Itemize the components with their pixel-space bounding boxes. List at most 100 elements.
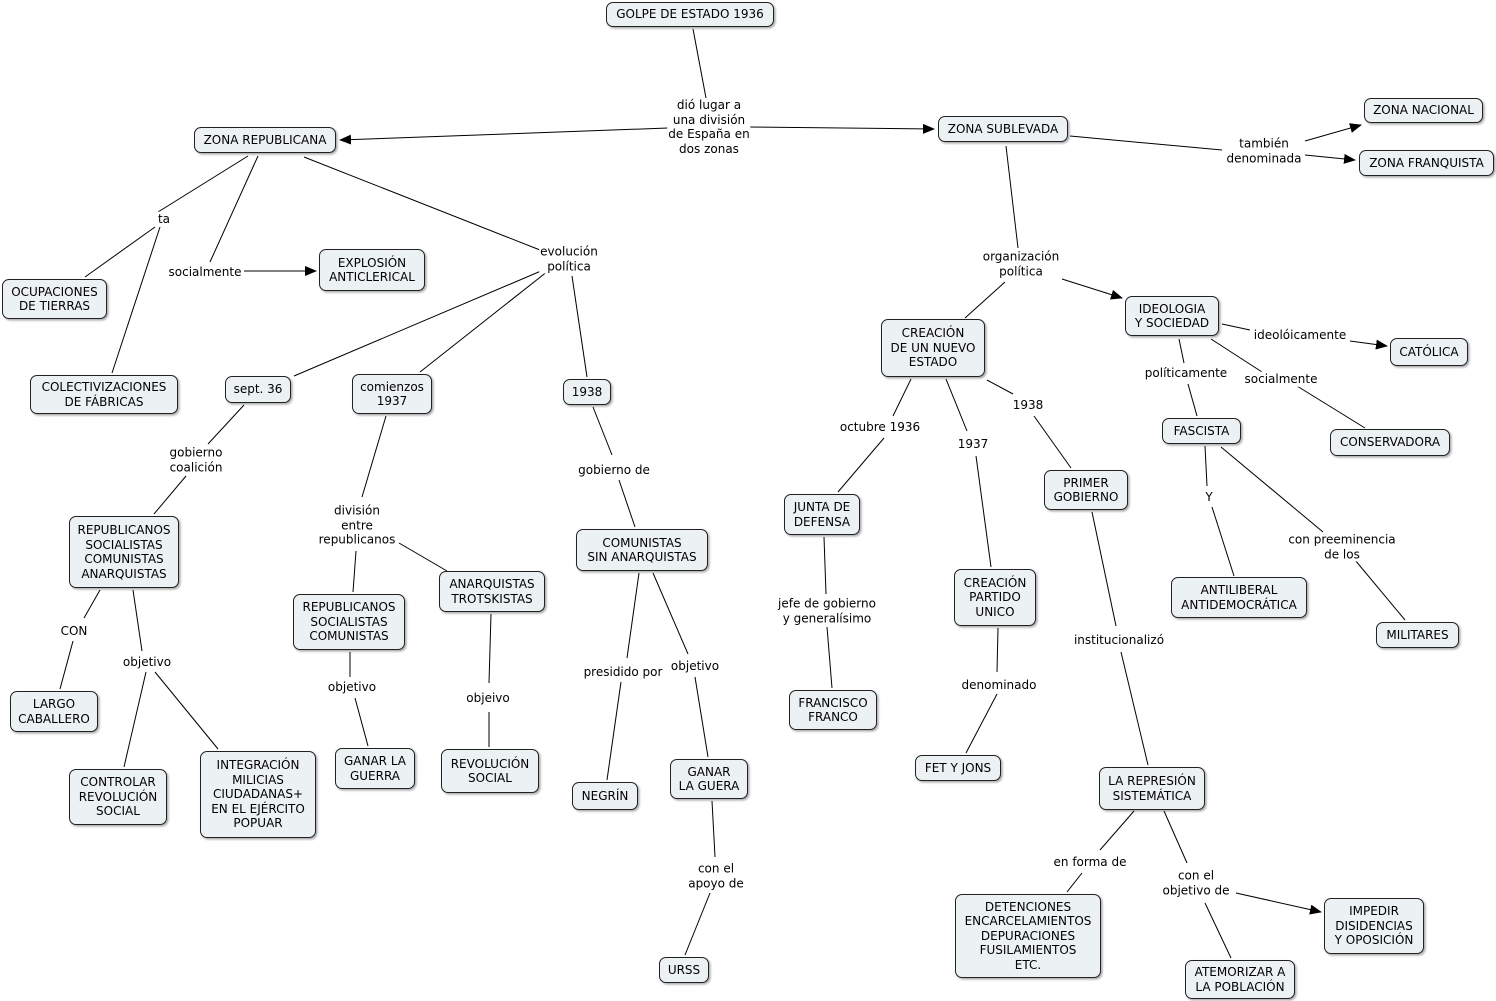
connector-line — [352, 550, 357, 593]
connector-line — [571, 275, 588, 378]
connector-line — [293, 270, 542, 377]
connector-line — [892, 378, 912, 417]
node-controlar-revolucion-social[interactable]: CONTROLAR REVOLUCIÓN SOCIAL — [69, 769, 167, 825]
node-fet-y-jons[interactable]: FET Y JONS — [915, 755, 1001, 781]
connector-line — [488, 613, 492, 684]
node-creacion-nuevo-estado[interactable]: CREACIÓN DE UN NUEVO ESTADO — [881, 319, 985, 377]
node-creacion-partido-unico[interactable]: CREACIÓN PARTIDO UNICO — [954, 569, 1036, 626]
link-label-dio-lugar: dió lugar a una división de España en do… — [667, 98, 751, 156]
node-ganar-la-guera[interactable]: GANAR LA GUERA — [670, 759, 748, 799]
connector-line — [209, 155, 259, 263]
node-atemorizar-a-la-poblacion[interactable]: ATEMORIZAR A LA POBLACIÓN — [1185, 960, 1295, 999]
link-label-objetivo-3: objetivo — [669, 658, 721, 674]
connector-line — [1069, 135, 1223, 151]
connector-line — [207, 404, 245, 445]
node-urss[interactable]: URSS — [659, 957, 709, 983]
link-label-objetivo-1: objetivo — [121, 654, 173, 670]
connector-line — [964, 281, 1006, 319]
connector-line — [652, 572, 689, 655]
node-antiliberal-antidemocratica[interactable]: ANTILIBERAL ANTIDEMOCRÁTICA — [1171, 577, 1307, 618]
node-comunistas-sin-anarquistas[interactable]: COMUNISTAS SIN ANARQUISTAS — [576, 529, 708, 571]
link-label-objetivo-2: objetivo — [326, 679, 378, 695]
connector-line — [1210, 338, 1263, 373]
node-zona-nacional[interactable]: ZONA NACIONAL — [1364, 98, 1483, 123]
connector-line — [354, 697, 369, 747]
node-anarquistas-trotskistas[interactable]: ANARQUISTAS TROTSKISTAS — [439, 571, 545, 612]
link-label-1938: 1938 — [1011, 397, 1045, 413]
node-francisco-franco[interactable]: FRANCISCO FRANCO — [789, 690, 877, 730]
link-label-ideoloicamente: ideolóicamente — [1252, 327, 1348, 343]
connector-line — [1220, 446, 1324, 533]
link-label-evolucion-politica: evolución política — [539, 244, 599, 274]
connector-line — [398, 542, 448, 572]
connector-line — [83, 589, 101, 619]
connector-line — [823, 536, 827, 595]
link-label-socialmente-republicana: socialmente — [167, 264, 243, 280]
connector-line — [826, 626, 833, 689]
connector-line — [694, 676, 709, 758]
connector-line — [626, 572, 640, 659]
connector-line — [123, 671, 147, 768]
node-republicanos-socialistas-comunistas[interactable]: REPUBLICANOS SOCIALISTAS COMUNISTAS — [293, 594, 405, 650]
node-ideologia-y-sociedad[interactable]: IDEOLOGIA Y SOCIEDAD — [1125, 296, 1219, 336]
node-sept-36[interactable]: sept. 36 — [225, 376, 291, 403]
connector-line — [157, 155, 249, 213]
node-detenciones[interactable]: DETENCIONES ENCARCELAMIENTOS DEPURACIONE… — [955, 894, 1101, 978]
connector-line — [361, 415, 387, 498]
link-label-division-entre-republicanos: división entre republicanos — [317, 503, 397, 547]
node-republicanos-socialistas-comunistas-anarquistas[interactable]: REPUBLICANOS SOCIALISTAS COMUNISTAS ANAR… — [69, 516, 179, 588]
node-comienzos-1937[interactable]: comienzos 1937 — [352, 374, 432, 414]
node-junta-de-defensa[interactable]: JUNTA DE DEFENSA — [784, 494, 860, 535]
connector-line — [692, 28, 707, 99]
link-label-con-el-apoyo-de: con el apoyo de — [687, 861, 745, 891]
connector-arrow — [747, 123, 935, 134]
node-largo-caballero[interactable]: LARGO CABALLERO — [10, 691, 98, 732]
node-ganar-la-guerra[interactable]: GANAR LA GUERRA — [335, 748, 415, 789]
connector-line — [965, 693, 998, 754]
connector-arrow — [1304, 153, 1356, 164]
node-la-represion-sistematica[interactable]: LA REPRESIÓN SISTEMÁTICA — [1099, 767, 1205, 810]
connector-line — [1211, 506, 1235, 577]
connector-line — [1033, 415, 1072, 469]
link-label-institucionalizo: institucionalizó — [1072, 632, 1166, 648]
node-militares[interactable]: MILITARES — [1376, 622, 1459, 648]
connector-line — [111, 226, 161, 374]
connector-line — [1163, 810, 1188, 864]
node-fascista[interactable]: FASCISTA — [1162, 418, 1241, 444]
connector-arrow — [1061, 278, 1123, 300]
connector-line — [132, 589, 143, 652]
connector-line — [1354, 559, 1406, 621]
link-label-politicamente: políticamente — [1143, 365, 1229, 381]
node-ocupaciones-de-tierras[interactable]: OCUPACIONES DE TIERRAS — [2, 279, 107, 319]
node-revolucion-social[interactable]: REVOLUCIÓN SOCIAL — [441, 749, 539, 793]
connector-line — [1221, 323, 1251, 331]
node-primer-gobierno[interactable]: PRIMER GOBIERNO — [1044, 470, 1128, 510]
connector-line — [154, 671, 219, 750]
node-catolica[interactable]: CATÓLICA — [1390, 338, 1468, 366]
node-zona-franquista[interactable]: ZONA FRANQUISTA — [1359, 150, 1494, 176]
link-label-presidido-por: presidido por — [582, 664, 664, 680]
link-label-objeivo: objeivo — [465, 690, 511, 706]
node-colectivizaciones[interactable]: COLECTIVIZACIONES DE FÁBRICAS — [30, 375, 178, 414]
node-zona-sublevada[interactable]: ZONA SUBLEVADA — [938, 116, 1068, 142]
link-label-en-forma-de: en forma de — [1052, 854, 1128, 870]
link-label-gobierno-de: gobierno de — [577, 462, 651, 478]
connector-line — [1187, 383, 1198, 417]
node-explosion-anticlerical[interactable]: EXPLOSIÓN ANTICLERICAL — [319, 249, 425, 291]
node-zona-republicana[interactable]: ZONA REPUBLICANA — [194, 127, 336, 153]
node-negrin[interactable]: NEGRÍN — [572, 782, 638, 810]
connector-line — [1120, 651, 1149, 766]
connector-line — [1204, 902, 1232, 959]
node-conservadora[interactable]: CONSERVADORA — [1330, 429, 1450, 456]
connector-line — [1066, 872, 1083, 893]
link-label-organizacion-politica: organización política — [981, 249, 1061, 279]
node-1938[interactable]: 1938 — [563, 379, 611, 405]
connector-line — [419, 270, 549, 373]
connector-line — [945, 378, 968, 432]
link-label-gobierno-coalicion: gobierno coalición — [168, 445, 224, 475]
node-impedir-disidencias[interactable]: IMPEDIR DISIDENCIAS Y OPOSICIÓN — [1324, 898, 1424, 954]
node-integracion-milicias[interactable]: INTEGRACIÓN MILICIAS CIUDADANAS+ EN EL E… — [200, 751, 316, 838]
link-label-con: CON — [59, 623, 89, 639]
node-golpe-de-estado[interactable]: GOLPE DE ESTADO 1936 — [606, 2, 774, 27]
